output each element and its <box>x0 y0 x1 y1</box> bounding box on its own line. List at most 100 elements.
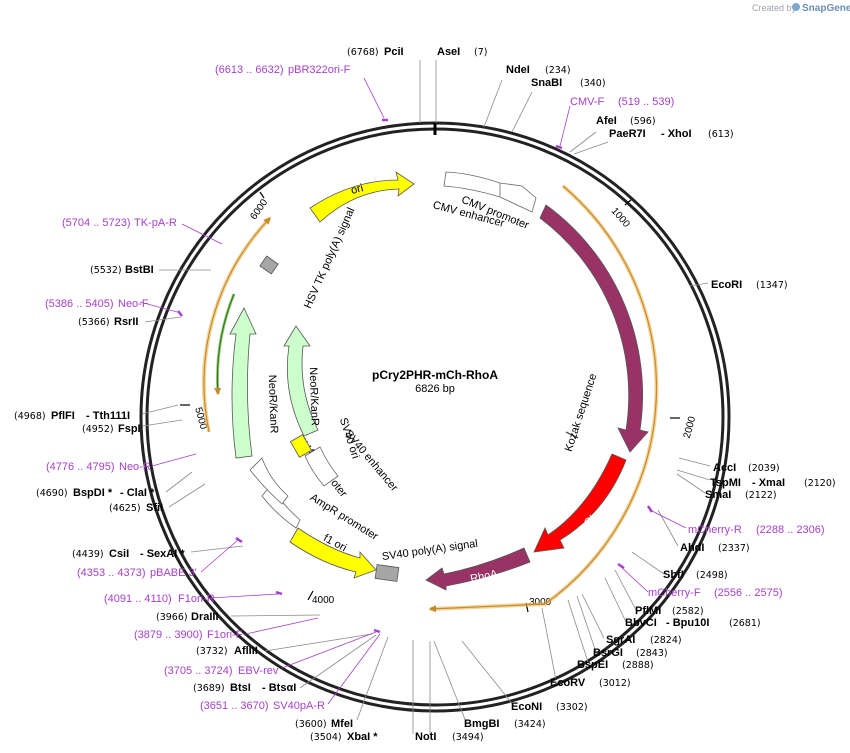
feature-sv40-polya-label: SV40 poly(A) signal <box>381 538 478 563</box>
site-xbai[interactable]: XbaI * <box>347 731 378 743</box>
site-asei[interactable]: AseI <box>437 46 460 58</box>
site-csii[interactable]: CsiI <box>109 548 129 560</box>
feature-kozak <box>565 431 579 439</box>
site-pos-bspdi: (4690) <box>36 488 68 499</box>
primer-range-f1ori-r: (4091 .. 4110) <box>104 593 172 605</box>
site-pos-sfii: (4625) <box>109 503 141 514</box>
site-bstbi[interactable]: BstBI <box>125 264 154 276</box>
tick-label-1000: 1000 <box>609 206 632 230</box>
site-bbvci[interactable]: BbvCI <box>625 617 657 629</box>
site-rsrii[interactable]: RsrII <box>114 316 138 328</box>
site-btsi[interactable]: BtsI <box>230 682 251 694</box>
site-ahdi[interactable]: AhdI <box>680 542 704 554</box>
site-btsai[interactable]: - BtsαI <box>262 682 296 694</box>
site-pos-afei: (596) <box>630 116 656 127</box>
site-pos-noti: (3494) <box>452 732 484 743</box>
site-xmai[interactable]: - XmaI <box>752 477 785 489</box>
site-pos-bsrgi: (2843) <box>636 648 668 659</box>
primer-range-neo-f: (5386 .. 5405) <box>45 298 114 310</box>
orf-tracks <box>202 184 659 613</box>
site-pos-sgrai: (2824) <box>650 635 682 646</box>
site-ndei[interactable]: NdeI <box>506 64 530 76</box>
site-afei[interactable]: AfeI <box>596 115 617 127</box>
site-pos-econi: (3302) <box>556 702 588 713</box>
site-bspei[interactable]: BspEI <box>577 659 608 671</box>
snapgene-logo-icon <box>792 3 801 11</box>
primer-range-ebv-rev: (3705 .. 3724) <box>164 665 233 677</box>
feature-rhoa-label: RhoA <box>469 568 499 586</box>
site-pos-ecorv: (3012) <box>599 678 631 689</box>
site-bspdi[interactable]: BspDI * <box>73 487 113 499</box>
feature-ori-label: ori <box>350 182 365 197</box>
site-sgrai[interactable]: SgrAI <box>606 634 635 646</box>
site-snabi[interactable]: SnaBI <box>531 77 562 89</box>
site-paer7i[interactable]: PaeR7I <box>609 128 646 140</box>
primer-neo-f[interactable]: Neo-F <box>118 298 149 310</box>
feature-cry2phr <box>539 204 649 453</box>
site-pos-ecori: (1347) <box>756 280 788 291</box>
site-pos-ahdi: (2337) <box>718 543 750 554</box>
feature-cmv <box>443 171 537 213</box>
snapgene-brand: Created by SnapGene <box>752 3 850 14</box>
feature-mcherry <box>533 453 627 553</box>
site-afliii[interactable]: AflIII <box>234 645 258 657</box>
tick-label-2000: 2000 <box>682 415 698 440</box>
site-tth111i[interactable]: - Tth111I <box>86 410 130 422</box>
site-pos-bspei: (2888) <box>622 660 654 671</box>
primer-mcherry-r[interactable]: mCherry-R <box>688 524 742 536</box>
site-econi[interactable]: EcoNI <box>511 701 542 713</box>
site-noti[interactable]: NotI <box>415 731 436 743</box>
primer-range-tk-pa-r: (5704 .. 5723) <box>62 217 131 229</box>
primer-range-sv40pa-r: (3651 .. 3670) <box>200 700 269 712</box>
site-pos-asei: (7) <box>474 47 487 58</box>
primer-f1ori-r[interactable]: F1ori-R <box>178 593 215 605</box>
feature-rhoa <box>425 547 531 591</box>
primer-neo-r[interactable]: Neo-R <box>119 461 151 473</box>
site-pos-smai: (2122) <box>745 490 777 501</box>
primer-labels: (6613 .. 6632) pBR322ori-F CMV-F (519 ..… <box>45 64 825 712</box>
primer-ebv-rev[interactable]: EBV-rev <box>238 665 279 677</box>
site-sbfi[interactable]: SbfI <box>663 569 684 581</box>
site-bpu10i[interactable]: - Bpu10I <box>666 617 709 629</box>
primer-f1ori-f[interactable]: F1ori-F <box>207 629 243 641</box>
feature-f1-ori <box>289 527 377 579</box>
site-sexai[interactable]: - SexAI * <box>140 548 185 560</box>
site-pos-pcii: (6768) <box>347 47 379 58</box>
primer-pbabe-3[interactable]: pBABE 3' <box>150 567 197 579</box>
site-pos-csii: (4439) <box>72 549 104 560</box>
feature-sv40-polya-box <box>374 564 400 582</box>
feature-sv40-enhancer-label: SV40 enhancer <box>342 428 400 494</box>
site-pos-bmgbi: (3424) <box>514 719 546 730</box>
site-smai[interactable]: SmaI <box>705 489 731 501</box>
site-pcii[interactable]: PciI <box>384 46 404 58</box>
primer-range-mcherry-f: (2556 .. 2575) <box>714 587 783 599</box>
site-pflmi[interactable]: PflMI <box>635 605 661 617</box>
site-pflfi[interactable]: PflFI <box>51 410 75 422</box>
site-bsrgi[interactable]: BsrGI <box>593 647 623 659</box>
site-draiii[interactable]: DraIII <box>191 611 219 623</box>
feature-sv40-ori-box <box>289 434 313 458</box>
site-pos-xmai: (2120) <box>804 478 836 489</box>
site-ecorv[interactable]: EcoRV <box>550 677 586 689</box>
primer-mcherry-f[interactable]: mCherry-F <box>648 587 701 599</box>
primer-cmv-f[interactable]: CMV-F <box>570 96 605 108</box>
site-ecori[interactable]: EcoRI <box>711 279 742 291</box>
site-pos-snabi: (340) <box>580 78 606 89</box>
site-xhoi[interactable]: - XhoI <box>661 128 692 140</box>
primer-sv40pa-r[interactable]: SV40pA-R <box>273 700 325 712</box>
site-bmgbi[interactable]: BmgBI <box>464 718 499 730</box>
site-tspmi[interactable]: TspMI <box>710 477 741 489</box>
primer-tk-pa-r[interactable]: TK-pA-R <box>134 217 177 229</box>
site-fspi[interactable]: FspI <box>118 423 141 435</box>
primer-pbr322ori-f[interactable]: pBR322ori-F <box>288 64 351 76</box>
site-acci[interactable]: AccI <box>713 462 736 474</box>
feature-hsv-tk-label: HSV TK poly(A) signal <box>302 206 357 311</box>
feature-sv40-promoter <box>249 457 289 505</box>
orf-upper-left <box>203 217 271 433</box>
site-sfii[interactable]: SfiI <box>146 502 163 514</box>
site-clai[interactable]: - ClaI * <box>120 487 155 499</box>
tick-label-4000: 4000 <box>312 595 335 606</box>
site-mfei[interactable]: MfeI <box>331 718 353 730</box>
